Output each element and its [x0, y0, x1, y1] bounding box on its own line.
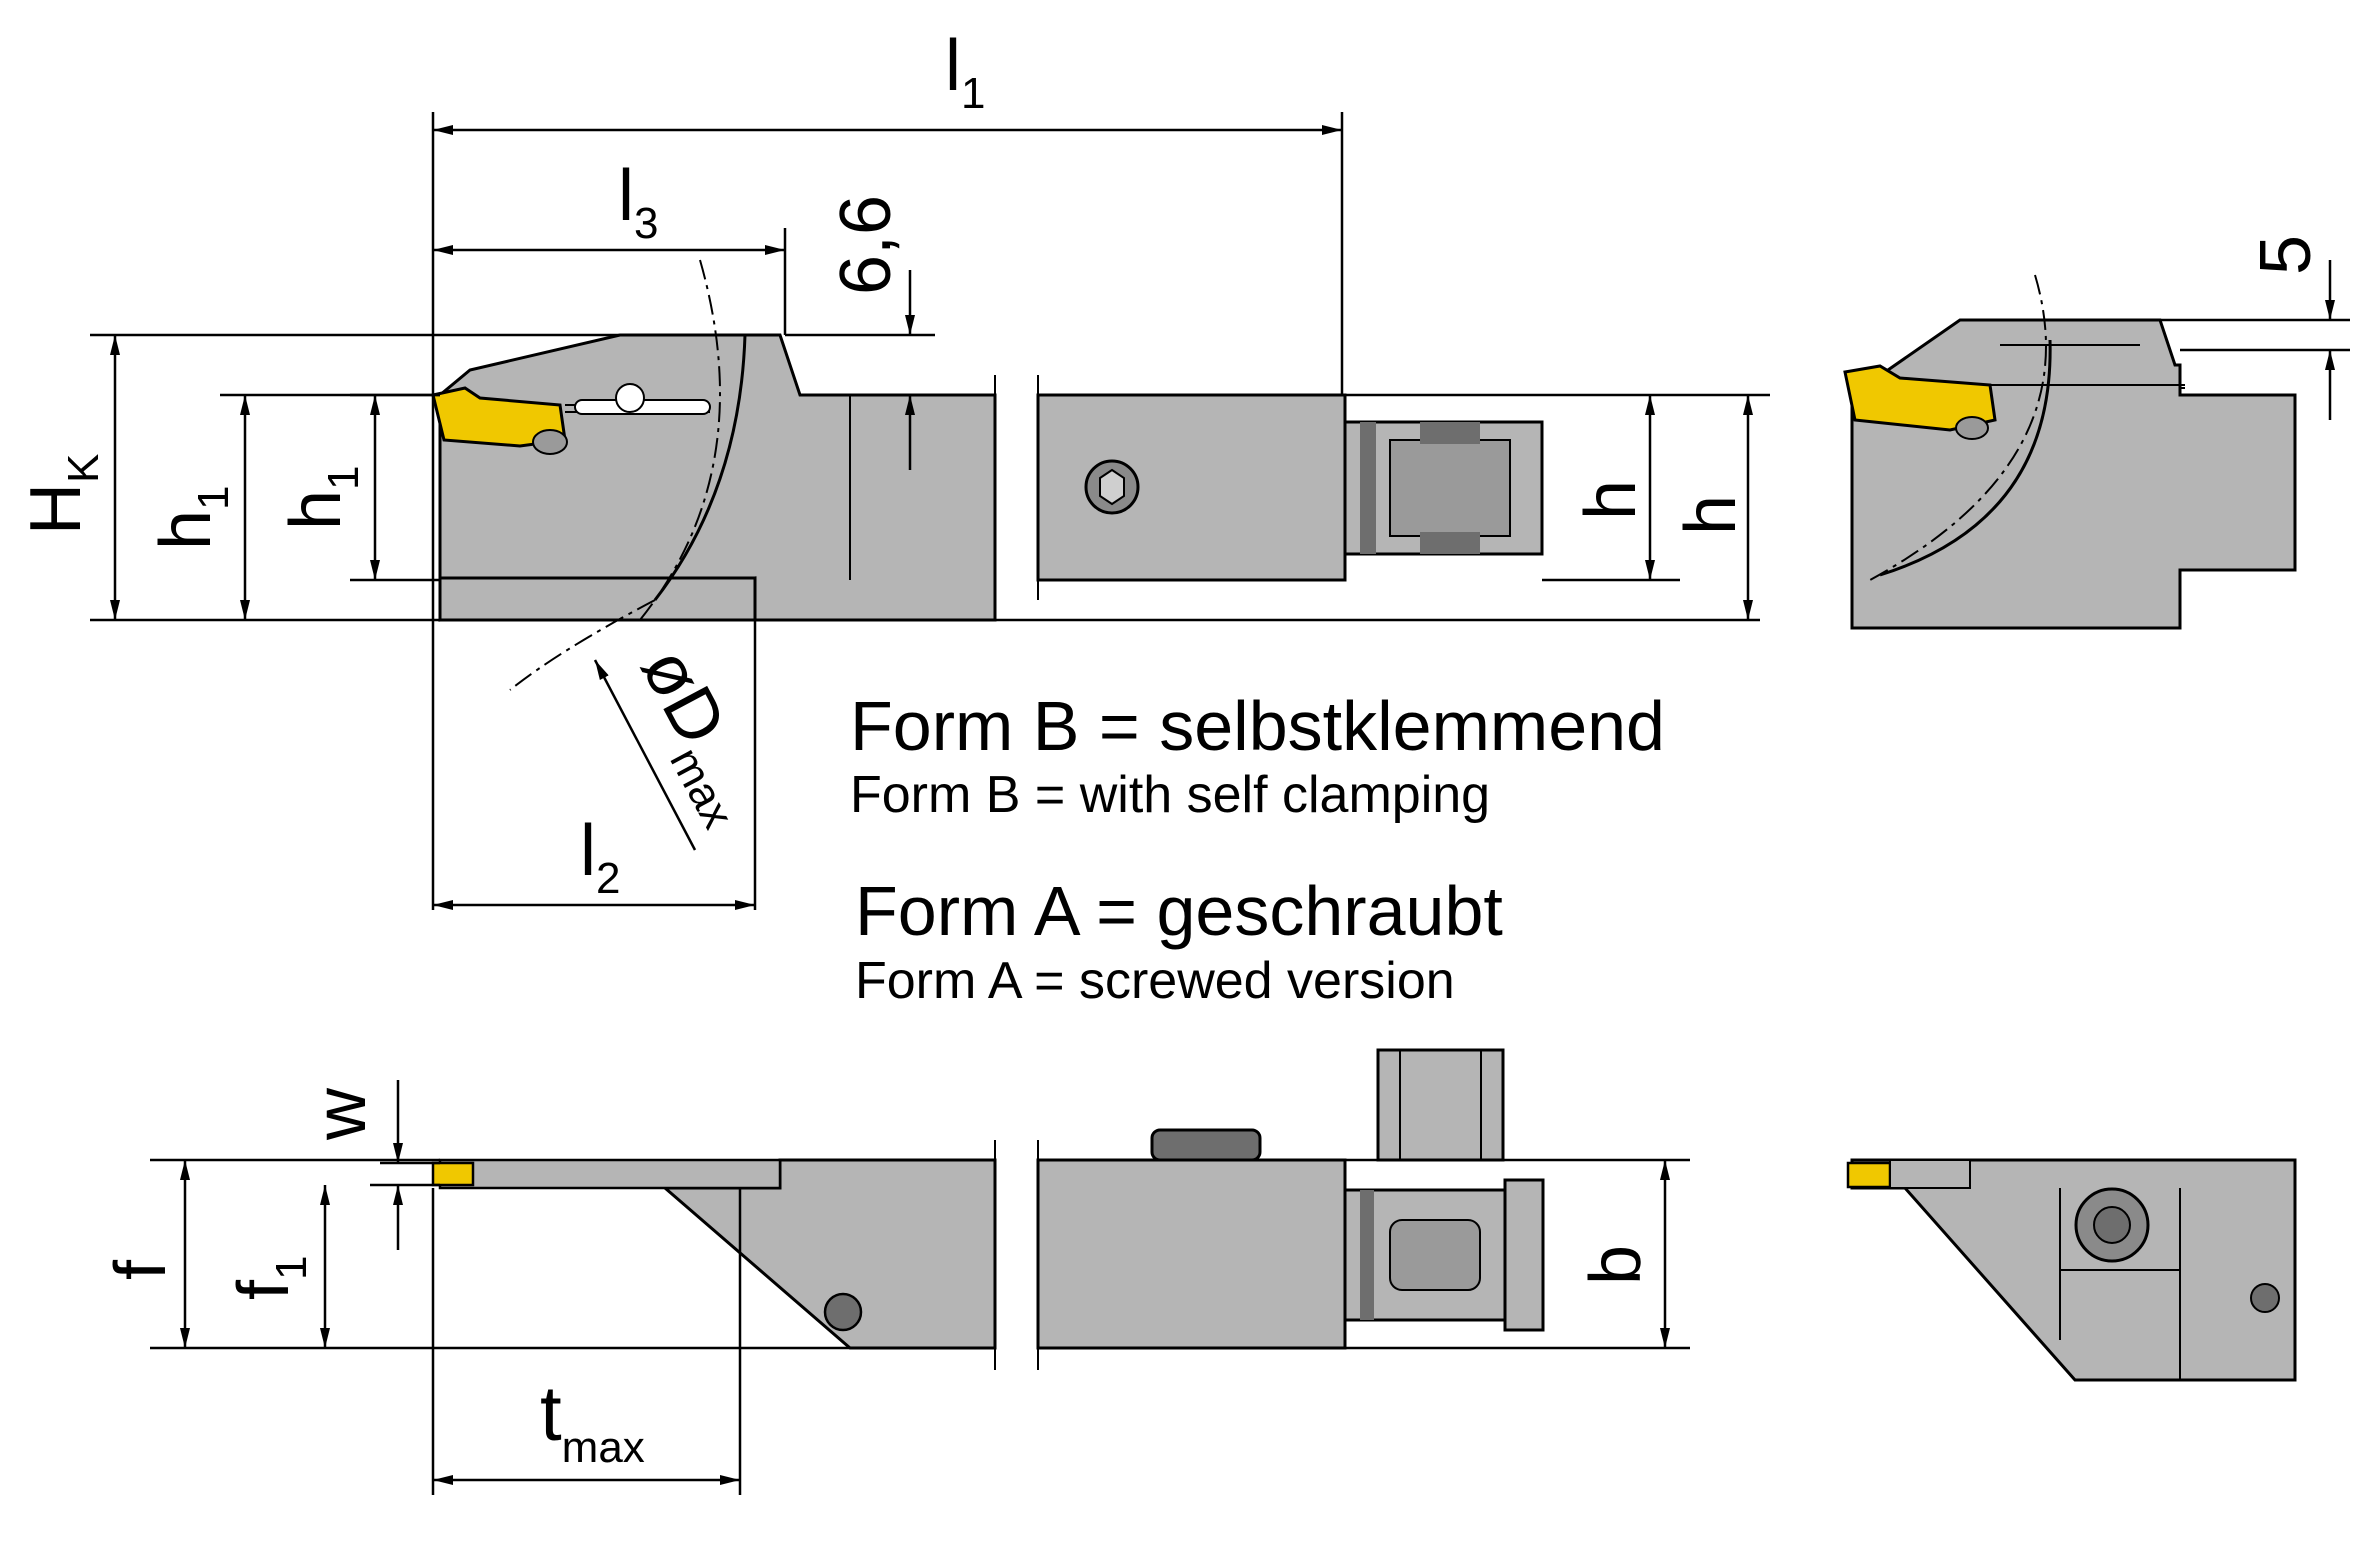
label-l2: l2	[580, 811, 620, 903]
head-flange	[438, 576, 757, 622]
clamp-nut-top	[1376, 1048, 1505, 1162]
cutting-insert-front	[431, 386, 567, 448]
label-tmax: tmax	[540, 1369, 645, 1472]
top-view	[431, 1048, 1545, 1370]
side-view	[1843, 260, 2350, 630]
front-dimensions	[90, 112, 1770, 910]
label-w: w	[301, 1087, 381, 1141]
holder-body-side	[1850, 318, 2297, 630]
labels: l1 l3 l2 6,6 5 HK h1 h1 h h øDmax	[16, 26, 2326, 1472]
label-h-left: h	[1571, 480, 1651, 520]
label-f: f	[101, 1259, 181, 1280]
shank-front	[1036, 393, 1347, 582]
label-hk: HK	[16, 454, 108, 535]
cutting-insert-top	[431, 1161, 475, 1187]
note-form-b-en: Form B = with self clamping	[850, 766, 1490, 824]
label-l1: l1	[945, 26, 985, 118]
label-h1-inner: h1	[276, 465, 368, 530]
label-l3: l3	[618, 156, 658, 248]
side-screw-icon	[823, 1292, 863, 1332]
top-block	[1150, 1128, 1262, 1162]
note-form-a-en: Form A = screwed version	[855, 952, 1455, 1010]
note-form-a-de: Form A = geschraubt	[855, 872, 1503, 950]
front-view	[431, 259, 1544, 691]
note-form-b-de: Form B = selbstklemmend	[850, 687, 1665, 765]
hex-nut-top	[1503, 1178, 1545, 1332]
label-h1-outer: h1	[146, 485, 238, 550]
top-dimensions	[150, 1080, 1690, 1495]
label-f1: f1	[224, 1256, 316, 1301]
label-six-six: 6,6	[826, 195, 906, 295]
label-h-right: h	[1671, 495, 1751, 535]
label-b: b	[1576, 1245, 1656, 1285]
cutting-insert-end	[1846, 1161, 1892, 1189]
form-notes: Form B = selbstklemmend Form B = with se…	[850, 687, 1665, 1010]
end-view-bottom	[1846, 1158, 2297, 1382]
label-five: 5	[2246, 235, 2326, 275]
cutting-insert-side	[1843, 364, 1997, 432]
